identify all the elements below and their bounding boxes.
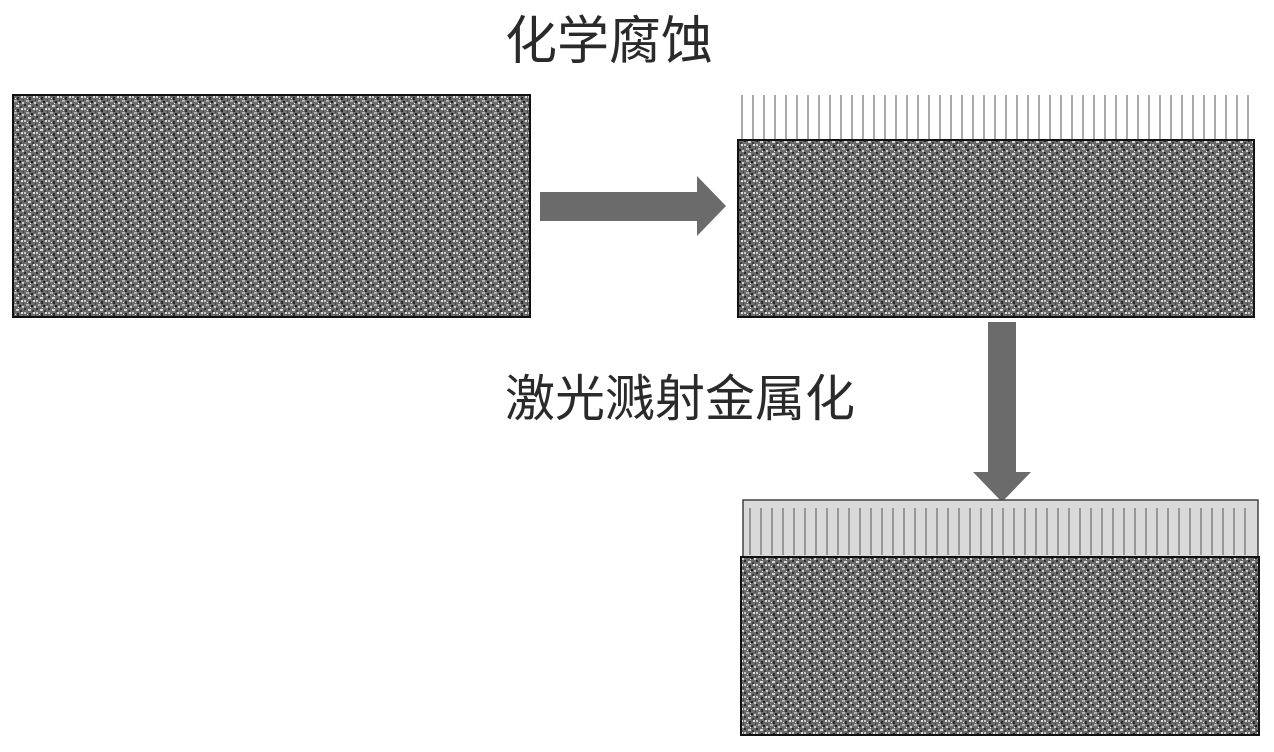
step-label-laser-sputter-metallization: 激光溅射金属化 [505, 370, 855, 428]
step-label-chemical-etching: 化学腐蚀 [505, 12, 714, 72]
substrate-initial [12, 94, 531, 318]
substrate-etched [737, 139, 1255, 318]
metal-layer [742, 499, 1259, 558]
arrow-down [973, 322, 1031, 502]
arrow-right [540, 176, 726, 236]
substrate-metallized [740, 556, 1260, 736]
